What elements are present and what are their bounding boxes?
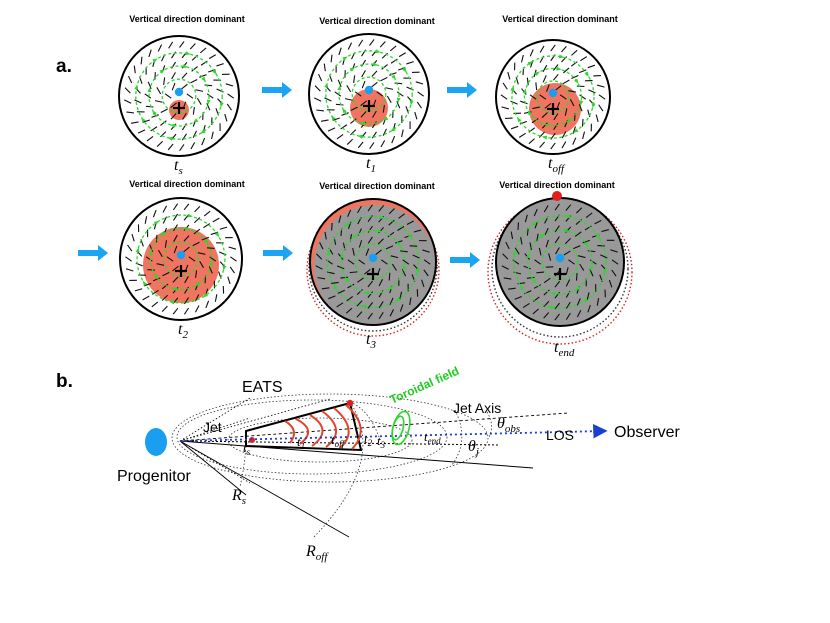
- field-arrowheads: [510, 54, 596, 140]
- shell-dotted-ring: [487, 199, 633, 345]
- polarization-dashes: [501, 203, 619, 321]
- los-center-dot: [174, 87, 184, 97]
- shell-outline: [118, 35, 240, 157]
- sequence-arrow: [262, 82, 292, 98]
- snapshot-title: Vertical direction dominant: [499, 180, 615, 190]
- snapshot-t2: [119, 197, 243, 321]
- field-arrowheads: [134, 51, 224, 141]
- snapshot-ts: [118, 35, 240, 157]
- observer-label: Observer: [614, 424, 680, 441]
- los-center-dot: [364, 85, 374, 95]
- jet-lines: [179, 397, 569, 538]
- shell-outline: [309, 198, 437, 326]
- snapshot-title: Vertical direction dominant: [129, 14, 245, 24]
- shell-dotted-ring: [306, 203, 440, 337]
- jet-center-cross: [173, 102, 185, 114]
- field-arrowheads: [512, 214, 608, 310]
- wedge-tip-dot: [346, 399, 354, 407]
- los-center-dot: [548, 88, 558, 98]
- progenitor-icon: [145, 428, 167, 456]
- snapshot-title: Vertical direction dominant: [502, 14, 618, 24]
- snapshot-t3: [306, 198, 440, 337]
- polarization-dashes: [315, 204, 431, 320]
- los-center-dot: [176, 250, 186, 260]
- jet-time-label: tend: [424, 429, 441, 446]
- shell-gray-region: [314, 205, 436, 325]
- sequence-arrow: [263, 245, 293, 261]
- panel-a-label: a.: [56, 56, 72, 77]
- toroidal-field-icon: [391, 410, 411, 446]
- shell-edge-dot: [552, 191, 562, 201]
- jet-center-cross: [367, 268, 379, 280]
- toroidal-field-lines: [325, 50, 413, 138]
- toroidal-field-lines: [135, 52, 223, 140]
- jet-center-cross: [547, 103, 559, 115]
- sequence-arrow: [450, 252, 480, 268]
- time-label-t2: t2: [178, 321, 188, 341]
- angle-arcs: [451, 409, 492, 466]
- time-label-t3: t3: [366, 331, 376, 351]
- los-label: LOS: [546, 427, 574, 443]
- jet-wedge: [245, 401, 363, 452]
- los-arrow: [179, 424, 608, 442]
- emission-arcs: [284, 404, 362, 450]
- sequence-arrow: [78, 245, 108, 261]
- shell-dot: [249, 437, 255, 443]
- los-center-dot: [368, 253, 378, 263]
- radius-arcs: [239, 401, 381, 538]
- dotted-guide-ellipses: [171, 393, 489, 483]
- toroidal-field-lines: [136, 214, 226, 304]
- jet-label: Jet: [203, 419, 222, 435]
- shell-outline: [495, 39, 611, 155]
- jet-edge-line: [179, 440, 534, 469]
- time-label-toff: toff: [548, 155, 566, 175]
- progenitor-label: Progenitor: [117, 468, 191, 485]
- snapshot-title: Vertical direction dominant: [129, 179, 245, 189]
- time-label-ts: ts: [174, 157, 183, 177]
- jet-time-label: t1: [297, 434, 305, 451]
- panel-b-label: b.: [56, 371, 73, 392]
- los-center-dot: [555, 253, 565, 263]
- jet-axis-label: Jet Axis: [453, 400, 501, 416]
- jet-center-cross: [554, 268, 566, 280]
- field-arrowheads: [324, 49, 414, 139]
- toroidal-field-lines: [513, 215, 607, 309]
- toroidal-field-label: Toroidal field: [388, 364, 462, 407]
- snapshot-toff: [495, 39, 611, 155]
- jet-time-label: t2: [364, 431, 373, 448]
- roff-label: Roff: [305, 543, 329, 563]
- time-label-t1: t1: [366, 155, 376, 175]
- theta-obs-label: θobs: [497, 415, 520, 435]
- eats-label: EATS: [242, 379, 283, 396]
- sequence-arrow: [447, 82, 477, 98]
- shell-dotted-ring: [491, 200, 629, 338]
- shell-outline: [308, 33, 430, 155]
- rs-label: Rs: [231, 487, 246, 507]
- theta-j-label: θj: [468, 438, 479, 458]
- jet-axis-line: [179, 412, 569, 442]
- snapshot-title: Vertical direction dominant: [319, 181, 435, 191]
- field-arrowheads: [326, 215, 420, 309]
- snapshot-t1: [308, 33, 430, 155]
- snapshot-tend: [487, 191, 633, 345]
- jet-center-cross: [363, 100, 375, 112]
- jet-time-label: toff: [331, 432, 346, 449]
- time-label-tend: tend: [554, 339, 575, 359]
- jet-center-cross: [175, 265, 187, 277]
- jet-time-label: t3: [377, 433, 386, 450]
- snapshot-title: Vertical direction dominant: [319, 16, 435, 26]
- shell-outline: [119, 197, 243, 321]
- jet-time-label: ts: [243, 440, 251, 457]
- polarization-dashes: [500, 44, 606, 150]
- field-arrowheads: [135, 213, 227, 305]
